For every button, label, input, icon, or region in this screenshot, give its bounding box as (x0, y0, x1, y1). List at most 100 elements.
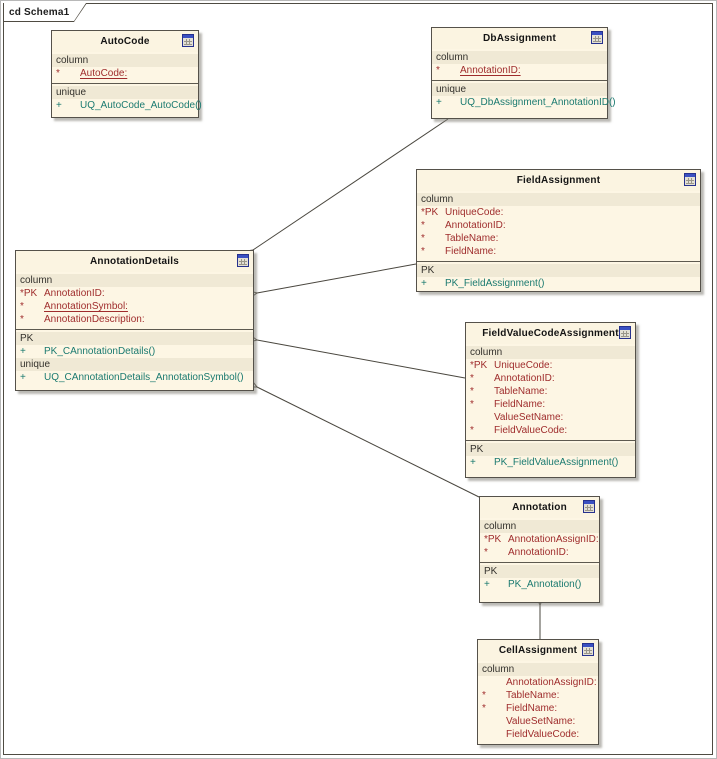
operation-row: + PK_CAnnotationDetails() (16, 345, 253, 358)
attribute-row: *FieldName: (478, 702, 598, 715)
attribute-row: *FieldName: (417, 245, 700, 258)
operation-row: +UQ_DbAssignment_AnnotationID() (432, 96, 616, 109)
attribute-row: *AnnotationID: (466, 372, 635, 385)
operation-row: + UQ_CAnnotationDetails_AnnotationSymbol(… (16, 371, 253, 384)
entity-title: AutoCode (100, 36, 150, 47)
row-prefix: + (20, 372, 26, 383)
table-icon (684, 173, 696, 186)
attribute-row: * AnnotationDescription: (16, 313, 253, 326)
entity-title: FieldAssignment (516, 175, 601, 186)
column-name: AnnotationID: (44, 288, 105, 299)
entity-compartment: PK+PK_Annotation() (480, 562, 599, 594)
connector-fieldvaluecodeassignment-to-annotationdetails[interactable] (247, 334, 466, 379)
entity-header: AnnotationDetails (16, 251, 253, 272)
attribute-row: *PK AnnotationID: (16, 287, 253, 300)
operation-name: PK_Annotation() (508, 579, 582, 590)
uml-frame-border (3, 3, 713, 755)
compartment-label: PK (16, 332, 253, 345)
column-name: AnnotationAssignID: (506, 677, 597, 688)
compartment-label: column (480, 520, 599, 533)
connector-annotation-to-annotationdetails[interactable] (247, 379, 480, 498)
entity-compartment: column* AutoCode: (52, 52, 198, 83)
compartment-label: unique (16, 358, 253, 371)
row-prefix: *PK (470, 360, 488, 371)
attribute-row: *PK UniqueCode: (466, 359, 635, 372)
row-prefix: * (470, 425, 474, 436)
operation-name: UQ_CAnnotationDetails_AnnotationSymbol() (44, 372, 244, 383)
column-name: ValueSetName: (494, 412, 564, 423)
compartment-label: unique (52, 86, 198, 99)
row-prefix: *PK (20, 288, 38, 299)
operation-row: +PK_FieldAssignment() (417, 277, 700, 290)
frame-label: cd Schema1 (9, 6, 70, 18)
column-name: FieldName: (506, 703, 558, 714)
column-name: AnnotationDescription: (44, 314, 145, 325)
entity-header: Annotation (480, 497, 599, 518)
row-prefix: *PK (421, 207, 439, 218)
row-prefix: + (470, 457, 476, 468)
attribute-row: *TableName: (478, 689, 598, 702)
compartment-label: column (52, 54, 198, 67)
compartment-label: column (478, 663, 598, 676)
entity-title: DbAssignment (483, 33, 556, 44)
table-icon (591, 31, 603, 44)
entity-autocode[interactable]: AutoCode column* AutoCode: unique+UQ_AutoC… (51, 30, 202, 118)
entity-title: FieldValueCodeAssignment (482, 328, 619, 339)
column-name: FieldName: (445, 246, 497, 257)
attribute-row: *PK UniqueCode: (417, 206, 700, 219)
row-prefix: * (20, 314, 24, 325)
attribute-row: *TableName: (466, 385, 635, 398)
entity-compartment: unique+UQ_DbAssignment_AnnotationID() (432, 80, 616, 112)
attribute-row: *AnnotationID: (417, 219, 700, 232)
uml-frame-tab: cd Schema1 (3, 3, 87, 22)
compartment-label: column (432, 51, 607, 64)
column-name: AutoCode: (80, 68, 128, 79)
entity-header: AutoCode (52, 31, 198, 52)
row-prefix: * (470, 399, 474, 410)
column-name: AnnotationID: (508, 547, 569, 558)
table-icon (582, 643, 594, 656)
entity-header: FieldValueCodeAssignment (466, 323, 635, 344)
operation-name: PK_CAnnotationDetails() (44, 346, 156, 357)
entity-compartment: PK+PK_CAnnotationDetails()unique+UQ_CAnn… (16, 329, 253, 387)
row-prefix: * (484, 547, 488, 558)
operation-row: +UQ_AutoCode_AutoCode() (52, 99, 202, 112)
entity-dbassignment[interactable]: DbAssignment column*AnnotationID: unique+… (431, 27, 616, 119)
operation-name: PK_FieldValueAssignment() (494, 457, 619, 468)
row-prefix: + (484, 579, 490, 590)
attribute-row: * AnnotationSymbol: (16, 300, 253, 313)
column-name: ValueSetName: (506, 716, 576, 727)
row-prefix (478, 676, 506, 689)
row-prefix: * (20, 301, 24, 312)
row-prefix: * (56, 68, 60, 79)
compartment-label: unique (432, 83, 607, 96)
entity-title: AnnotationDetails (90, 256, 179, 267)
attribute-row: *AnnotationID: (432, 64, 607, 77)
row-prefix: * (470, 373, 474, 384)
attribute-row: * AnnotationID: (480, 546, 599, 559)
connector-fieldassignment-to-annotationdetails[interactable] (247, 263, 417, 299)
row-prefix: + (436, 97, 442, 108)
row-prefix: * (482, 690, 486, 701)
row-prefix: + (20, 346, 26, 357)
entity-title: Annotation (512, 502, 567, 513)
attribute-row: AnnotationAssignID: (478, 676, 598, 689)
connector-dbassignment-to-annotationdetails[interactable] (243, 118, 449, 259)
column-name: AnnotationSymbol: (44, 301, 128, 312)
column-name: UniqueCode: (445, 207, 504, 218)
row-prefix: * (421, 220, 425, 231)
row-prefix (478, 715, 506, 728)
row-prefix: + (421, 278, 427, 289)
column-name: UniqueCode: (494, 360, 553, 371)
row-prefix: * (421, 233, 425, 244)
column-name: FieldName: (494, 399, 546, 410)
row-prefix (466, 411, 494, 424)
